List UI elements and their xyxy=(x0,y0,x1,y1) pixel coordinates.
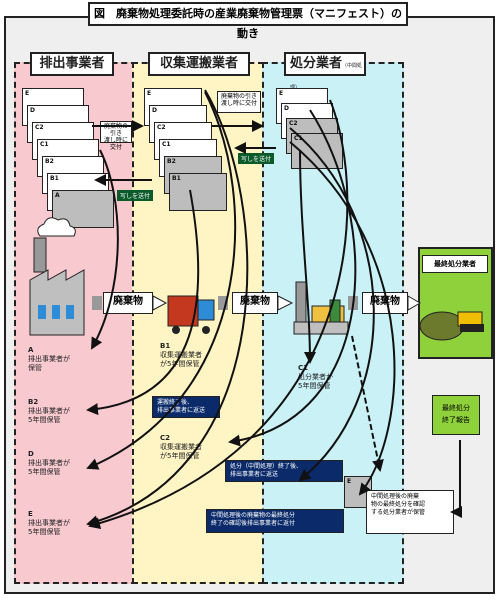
processor-header: 処分業者（中間処理） xyxy=(284,52,366,91)
final-processor-box: 最終処分業者 xyxy=(418,247,493,359)
final-processor-header: 最終処分業者 xyxy=(422,255,488,273)
handover-label-b: 廃棄物の引き 渡し時に交付 xyxy=(217,91,261,113)
bulldozer-icon xyxy=(419,311,484,341)
copy-sent-tag-a: 写しを送付 xyxy=(117,190,154,201)
final-done-box: 中間処理後の廃棄物の最終処分 終了の確認後排出事業者に返付 xyxy=(206,509,344,533)
manifest-arrows xyxy=(86,89,462,530)
waste-flow-arrows xyxy=(92,295,421,311)
factory-icon xyxy=(29,217,85,336)
final-report-box: 最終処分 終了報告 xyxy=(432,395,480,435)
copy-sent-tag-b: 写しを送付 xyxy=(238,153,275,164)
transporter-header: 収集運搬業者 xyxy=(148,52,250,76)
generator-header: 排出事業者 xyxy=(30,52,114,76)
manifest-sheet-b1: B1 xyxy=(169,173,227,211)
process-done-box: 処分（中間処理）終了後、 排出事業者に返送 xyxy=(225,460,343,482)
processing-plant-icon xyxy=(293,281,349,335)
diagram-title: 図 廃棄物処理委託時の産業廃棄物管理票（マニフェスト）の動き xyxy=(88,2,408,40)
truck-icon xyxy=(167,295,215,334)
final-confirm-box: 中間処理後の廃棄 物の最終処分を確認 する処分業者が保管 xyxy=(366,490,454,534)
